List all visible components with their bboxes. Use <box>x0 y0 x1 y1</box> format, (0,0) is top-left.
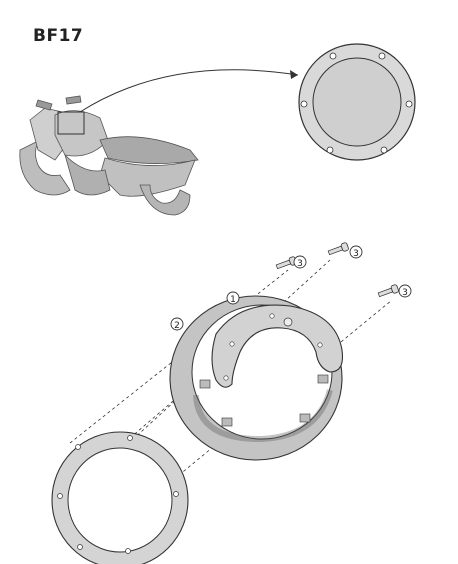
callout-3: 3 <box>349 245 363 259</box>
screw <box>377 284 399 298</box>
metal-flange-ring <box>211 304 344 388</box>
callout-2: 2 <box>170 317 184 331</box>
flange-hole <box>329 52 337 60</box>
pointer-arrow <box>79 69 299 113</box>
callout-number: 3 <box>353 249 359 259</box>
flange-hole <box>405 100 413 108</box>
tank-highlight-box <box>57 111 85 135</box>
callout-number: 3 <box>297 259 303 269</box>
motorcycle-illustration <box>19 95 199 216</box>
callout-1: 1 <box>226 291 240 305</box>
callout-number: 2 <box>174 321 180 331</box>
screw <box>327 242 349 256</box>
callout-number: 3 <box>402 288 408 298</box>
callout-3: 3 <box>398 284 412 298</box>
model-code-label: BF17 <box>33 26 84 46</box>
gasket-ring <box>51 431 189 564</box>
flange-hole <box>380 146 388 154</box>
callout-3: 3 <box>293 255 307 269</box>
callout-number: 1 <box>230 295 236 305</box>
flange-hole <box>326 146 334 154</box>
tank-flange-plate <box>298 43 416 161</box>
flange-hole <box>378 52 386 60</box>
arrow-head-icon <box>290 70 298 79</box>
plastic-mounting-ring <box>169 295 343 461</box>
flange-hole <box>300 100 308 108</box>
